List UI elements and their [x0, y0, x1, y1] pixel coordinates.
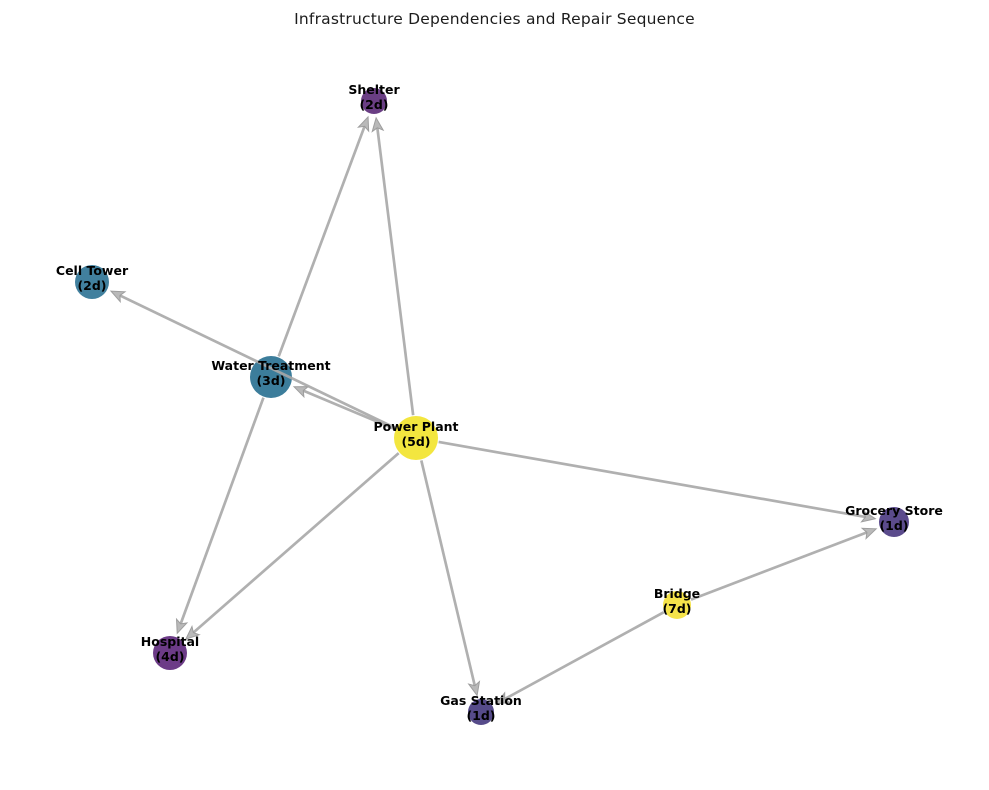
edge-power_plant-to-cell_tower	[119, 294, 396, 430]
node-name-label-cell_tower: Cell Tower	[56, 263, 129, 278]
arrowhead-power_plant-to-grocery_store	[860, 509, 877, 523]
arrowhead-power_plant-to-shelter	[371, 116, 385, 133]
arrowhead-power_plant-to-cell_tower	[109, 290, 127, 304]
arrowhead-water_treatment-to-shelter	[357, 115, 370, 133]
edge-power_plant-to-grocery_store	[438, 440, 866, 519]
node-name-label-power_plant: Power Plant	[373, 419, 458, 434]
node-cell_tower	[75, 265, 109, 299]
arrowhead-water_treatment-to-hospital	[175, 617, 189, 635]
labels-layer: Shelter(2d)Cell Tower(2d)Water Treatment…	[56, 82, 943, 723]
node-shelter	[361, 88, 387, 114]
node-bridge	[663, 591, 691, 619]
node-power_plant	[394, 416, 438, 460]
edge-water_treatment-to-hospital	[179, 397, 265, 625]
chart-title: Infrastructure Dependencies and Repair S…	[294, 10, 695, 28]
node-name-label-grocery_store: Grocery Store	[845, 503, 943, 518]
arrowhead-power_plant-to-gas_station	[467, 680, 481, 697]
node-days-label-grocery_store: (1d)	[879, 518, 908, 533]
edge-bridge-to-gas_station	[504, 611, 665, 701]
edge-power_plant-to-hospital	[192, 452, 400, 634]
node-grocery_store	[879, 507, 909, 537]
node-water_treatment	[250, 356, 292, 398]
arrowhead-bridge-to-gas_station	[494, 691, 512, 705]
edge-power_plant-to-water_treatment	[302, 389, 396, 431]
node-name-label-hospital: Hospital	[141, 634, 199, 649]
edge-bridge-to-grocery_store	[690, 531, 868, 601]
nodes-layer	[75, 88, 909, 725]
arrowhead-power_plant-to-water_treatment	[292, 386, 310, 399]
node-name-label-shelter: Shelter	[348, 82, 400, 97]
node-days-label-power_plant: (5d)	[401, 434, 430, 449]
node-name-label-water_treatment: Water Treatment	[211, 358, 330, 373]
node-hospital	[153, 636, 187, 670]
edges-layer	[109, 115, 878, 705]
node-days-label-bridge: (7d)	[662, 601, 691, 616]
node-name-label-bridge: Bridge	[654, 586, 700, 601]
node-days-label-water_treatment: (3d)	[256, 373, 285, 388]
node-gas_station	[468, 699, 494, 725]
edge-power_plant-to-shelter	[375, 127, 415, 416]
arrowhead-power_plant-to-hospital	[184, 624, 201, 641]
edge-power_plant-to-gas_station	[419, 460, 477, 687]
node-name-label-gas_station: Gas Station	[440, 693, 522, 708]
arrowhead-bridge-to-grocery_store	[860, 527, 878, 540]
node-days-label-cell_tower: (2d)	[77, 278, 106, 293]
node-days-label-shelter: (2d)	[359, 97, 388, 112]
edge-water_treatment-to-shelter	[277, 125, 366, 357]
node-days-label-gas_station: (1d)	[466, 708, 495, 723]
node-days-label-hospital: (4d)	[155, 649, 184, 664]
